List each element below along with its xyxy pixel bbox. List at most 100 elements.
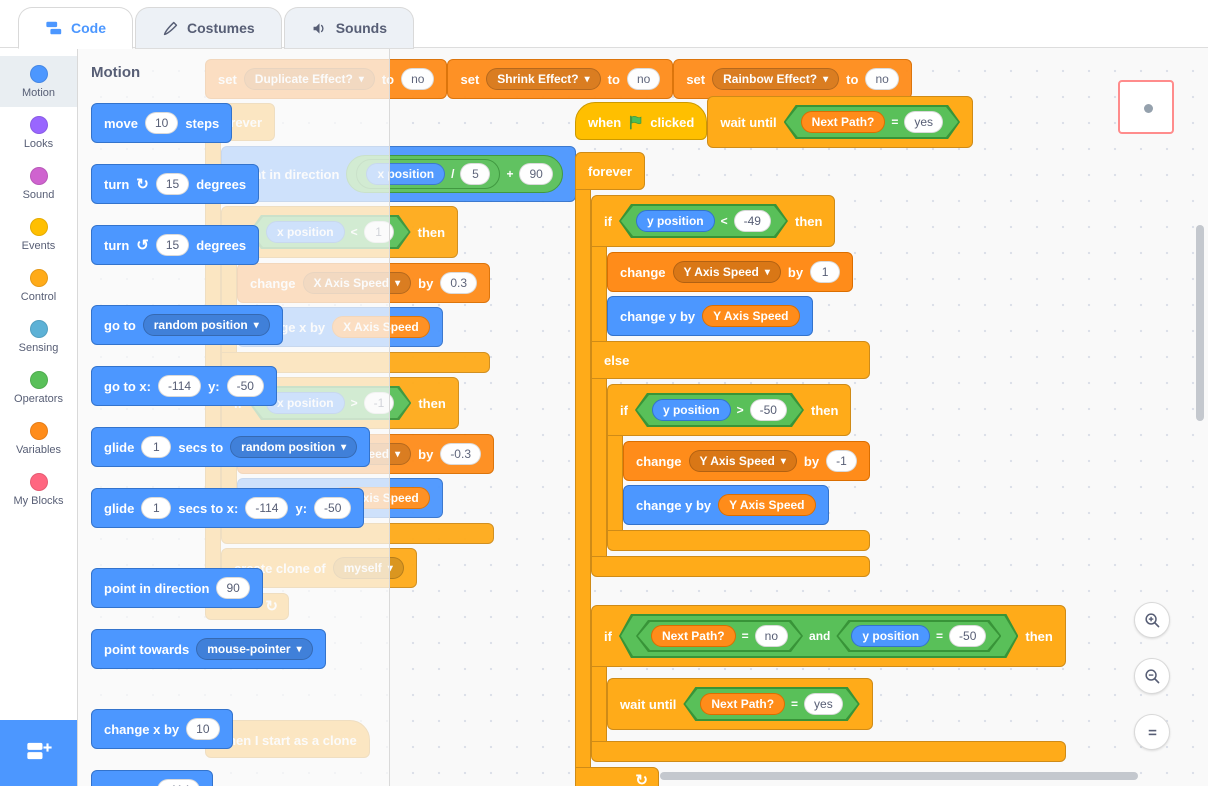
value-input[interactable]: 90 xyxy=(519,163,553,185)
boolean-condition[interactable]: Next Path?=yes xyxy=(784,105,960,139)
zoom-reset-button[interactable] xyxy=(1134,714,1170,750)
boolean-condition[interactable]: y position>-50 xyxy=(635,393,804,427)
variable-reporter[interactable]: Y Axis Speed xyxy=(702,305,800,327)
value-input[interactable]: -1 xyxy=(826,450,857,472)
value-input[interactable]: 1 xyxy=(810,261,841,283)
value-input[interactable]: -50 xyxy=(750,399,787,421)
value-input[interactable]: -50 xyxy=(949,625,986,647)
value-input[interactable]: 0.3 xyxy=(440,272,477,294)
value-input[interactable]: -0.3 xyxy=(440,443,481,465)
variable-reporter[interactable]: Next Path? xyxy=(651,625,736,647)
value-input[interactable]: 1 xyxy=(141,436,172,458)
value-input[interactable]: -50 xyxy=(226,375,264,397)
tab-sounds[interactable]: Sounds xyxy=(283,7,415,49)
sidebar-item-variables[interactable]: Variables xyxy=(0,413,77,464)
boolean-condition[interactable]: y position=-50 xyxy=(836,620,1001,652)
sidebar-item-looks[interactable]: Looks xyxy=(0,107,77,158)
dropdown-field[interactable]: Y Axis Speed▾ xyxy=(672,261,781,283)
value-input[interactable]: 5 xyxy=(460,163,491,185)
variable-reporter[interactable]: y position xyxy=(636,210,715,232)
value-input[interactable]: 10 xyxy=(144,112,179,134)
variable-reporter[interactable]: Next Path? xyxy=(700,693,785,715)
value-input[interactable]: 15 xyxy=(155,234,190,256)
add-extension-button[interactable] xyxy=(0,720,77,786)
horizontal-scrollbar[interactable] xyxy=(660,772,1138,780)
set-x-block[interactable]: set x to-114 xyxy=(91,770,213,786)
value-input[interactable]: -114 xyxy=(157,375,202,397)
tab-code[interactable]: Code xyxy=(18,7,133,49)
sidebar-item-sound[interactable]: Sound xyxy=(0,158,77,209)
dropdown-field[interactable]: random position▾ xyxy=(142,314,270,336)
dropdown-field[interactable]: Shrink Effect?▾ xyxy=(486,68,601,90)
variable-reporter[interactable]: y position xyxy=(851,625,930,647)
sidebar-item-my-blocks[interactable]: My Blocks xyxy=(0,464,77,515)
value-input[interactable]: yes xyxy=(904,111,943,133)
else-header[interactable]: else xyxy=(591,341,870,379)
vertical-scrollbar[interactable] xyxy=(1196,225,1204,421)
variable-reporter[interactable]: y position xyxy=(652,399,731,421)
value-input[interactable]: -114 xyxy=(156,779,200,786)
dropdown-field[interactable]: Rainbow Effect?▾ xyxy=(712,68,840,90)
sidebar-item-events[interactable]: Events xyxy=(0,209,77,260)
variable-reporter[interactable]: Next Path? xyxy=(801,111,886,133)
value-input[interactable]: 15 xyxy=(155,173,190,195)
value-input[interactable]: -50 xyxy=(314,497,352,519)
dropdown-field[interactable]: random position▾ xyxy=(230,436,358,458)
zoom-out-button[interactable] xyxy=(1134,658,1170,694)
value-input[interactable]: yes xyxy=(804,693,843,715)
dropdown-field[interactable]: mouse-pointer▾ xyxy=(196,638,313,660)
tab-costumes[interactable]: Costumes xyxy=(135,7,282,49)
block-label: wait until xyxy=(620,696,677,712)
variable-reporter[interactable]: Y Axis Speed xyxy=(718,494,816,516)
dropdown-field[interactable]: Y Axis Speed▾ xyxy=(688,450,797,472)
boolean-condition[interactable]: Next Path?=no xyxy=(636,620,803,652)
value-input[interactable]: 90 xyxy=(216,577,250,599)
sidebar-item-operators[interactable]: Operators xyxy=(0,362,77,413)
value-input[interactable]: 10 xyxy=(186,718,220,740)
value-input[interactable]: no xyxy=(401,68,435,90)
sidebar-item-motion[interactable]: Motion xyxy=(0,56,77,107)
boolean-condition[interactable]: Next Path?=yes xyxy=(683,687,859,721)
value-input[interactable]: 1 xyxy=(141,497,172,519)
c-block-header[interactable]: forever xyxy=(575,152,646,190)
value-input[interactable]: no xyxy=(755,625,788,647)
value-input[interactable]: no xyxy=(626,68,661,90)
zoom-in-button[interactable] xyxy=(1134,602,1170,638)
boolean-condition[interactable]: y position<-49 xyxy=(619,204,788,238)
value-input[interactable]: -114 xyxy=(245,497,289,519)
value-input[interactable]: -49 xyxy=(734,210,771,232)
sidebar-item-sensing[interactable]: Sensing xyxy=(0,311,77,362)
wait-until-block[interactable]: wait until Next Path?=yes xyxy=(607,678,873,730)
my-blocks-category-dot xyxy=(29,473,48,491)
value-input[interactable]: no xyxy=(865,68,899,90)
sidebar-item-control[interactable]: Control xyxy=(0,260,77,311)
